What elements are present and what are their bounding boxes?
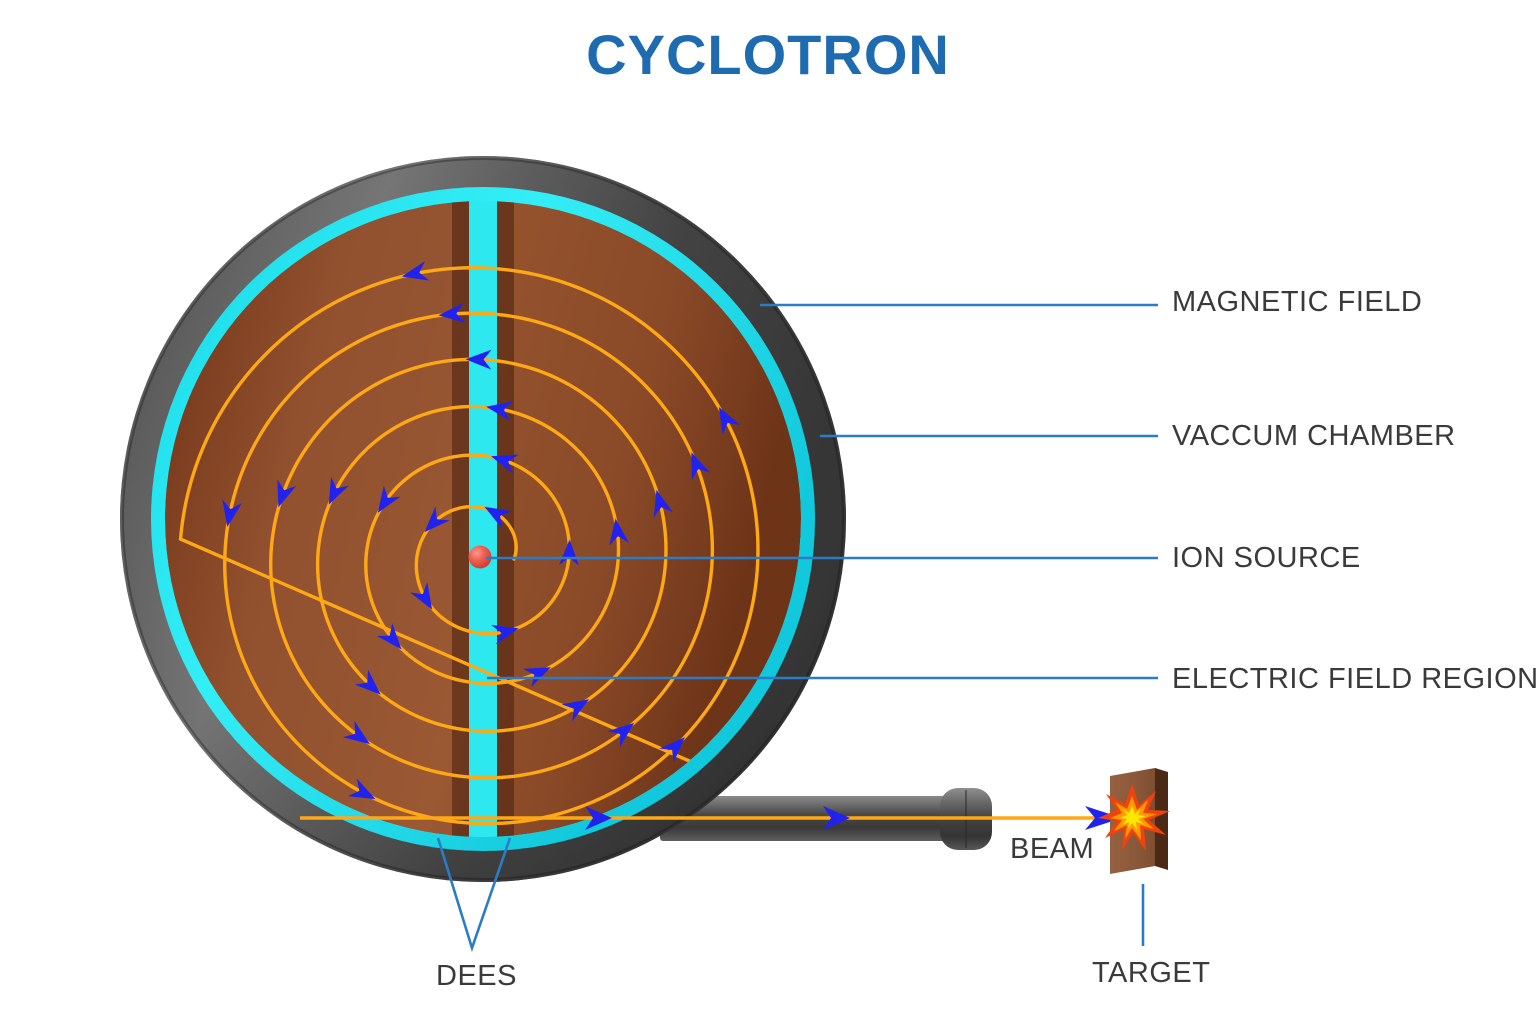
spiral-arrow-icon — [609, 518, 630, 546]
spiral-arrow-icon — [424, 506, 450, 533]
spiral-arrow-icon — [718, 407, 741, 435]
spiral-arrow-icon — [401, 261, 430, 281]
spiral-arrow-icon — [484, 506, 513, 529]
impact-burst — [1098, 784, 1170, 851]
spiral-arrow-icon — [659, 737, 685, 763]
spiral-arrow-icon — [438, 302, 466, 323]
spiral-arrow-icon — [691, 452, 711, 481]
leader-dees — [436, 837, 512, 953]
spiral-arrow-icon — [410, 582, 433, 610]
label-dees: DEES — [436, 960, 517, 992]
spiral-arrow-icon — [486, 401, 514, 421]
spiral-arrow-icon — [342, 720, 370, 745]
spiral-arrow-icon — [277, 479, 297, 508]
spiral-arrow-icon — [491, 454, 519, 474]
label-vaccum-chamber: VACCUM CHAMBER — [1172, 420, 1456, 452]
spiral-path — [178, 266, 760, 826]
page-title: CYCLOTRON — [586, 23, 950, 86]
spiral-arrow-icon — [491, 624, 519, 645]
spiral-arrow-icon — [607, 722, 635, 747]
spiral-arrow-icon — [653, 489, 674, 518]
label-magnetic-field: MAGNETIC FIELD — [1172, 286, 1423, 318]
spiral-arrow-icon — [465, 349, 492, 370]
spiral-arrow-icon — [328, 476, 350, 505]
label-electric-field-region: ELECTRIC FIELD REGION — [1172, 663, 1536, 695]
label-beam: BEAM — [1010, 833, 1095, 865]
target-plate — [1098, 768, 1170, 874]
spiral-arrow-icon — [377, 623, 402, 650]
spiral-arrow-icon — [561, 699, 590, 722]
ion-source-dot — [468, 545, 492, 569]
leader-lines — [436, 303, 1158, 953]
spiral-arrow-icon — [222, 499, 242, 527]
spiral-arrow-icon — [354, 669, 381, 695]
spiral-arrow-icon — [377, 485, 401, 513]
label-target: TARGET — [1092, 957, 1211, 989]
label-ion-source: ION SOURCE — [1172, 542, 1361, 574]
spiral-arrow-icon — [347, 778, 376, 800]
